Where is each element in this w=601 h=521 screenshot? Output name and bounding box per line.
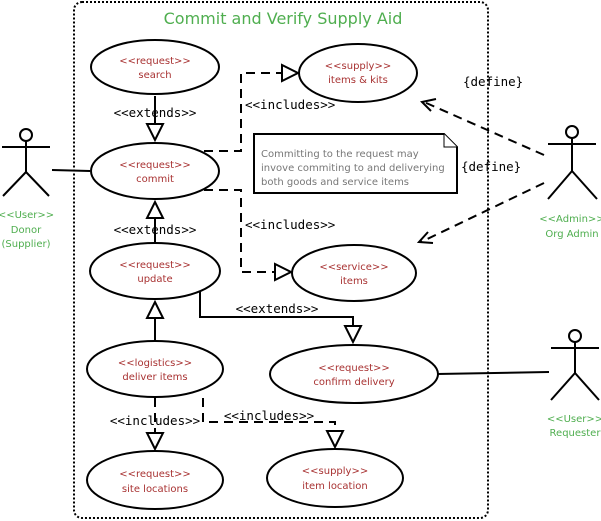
items-kits-arrowhead — [281, 63, 301, 83]
note-fold — [443, 134, 457, 148]
use-case-stereotype: <<supply>> — [325, 61, 391, 72]
use-case-item-location[interactable]: <<supply>> item location — [266, 448, 404, 508]
update-confirm-extends-line — [199, 290, 354, 326]
use-case-stereotype: <<request>> — [318, 363, 390, 374]
stick-figure-icon — [2, 128, 50, 197]
includes-items-kits-label: <<includes>> — [245, 97, 335, 112]
use-case-items-kits[interactable]: <<supply>> items & kits — [298, 43, 418, 103]
use-case-name: commit — [136, 174, 174, 185]
item-location-arrowhead — [325, 430, 345, 450]
actor-stereotype: <<User>> — [547, 414, 601, 425]
update-commit-arrowhead — [145, 199, 165, 219]
use-case-stereotype: <<request>> — [119, 56, 191, 67]
use-case-name: items — [340, 276, 368, 287]
actor-name: Requester — [550, 428, 601, 439]
use-case-stereotype: <<logistics>> — [118, 358, 192, 369]
confirm-delivery-arrowhead — [343, 325, 363, 345]
use-case-service-items[interactable]: <<service>> items — [291, 244, 417, 302]
requester-confirm-association — [436, 371, 550, 375]
search-extends-label: <<extends>> — [114, 105, 197, 120]
update-confirm-extends-label: <<extends>> — [236, 301, 319, 316]
note-line-3: both goods and service items — [261, 177, 409, 188]
use-case-name: update — [137, 274, 172, 285]
admin-define-items-kits-line — [423, 101, 545, 156]
use-case-stereotype: <<service>> — [319, 262, 388, 273]
use-case-site-locations[interactable]: <<request>> site locations — [86, 450, 224, 510]
use-case-stereotype: <<request>> — [119, 260, 191, 271]
actor-donor[interactable]: <<User>> Donor (Supplier) — [0, 128, 54, 250]
use-case-name: confirm delivery — [313, 377, 394, 388]
note: Committing to the request may invove com… — [253, 133, 458, 194]
admin-define-service-items-arrowhead — [416, 231, 434, 244]
use-case-update[interactable]: <<request>> update — [89, 242, 221, 300]
use-case-stereotype: <<supply>> — [302, 466, 368, 477]
use-case-name: items & kits — [328, 75, 388, 86]
admin-define-items-kits-arrowhead — [419, 98, 437, 112]
system-title: Commit and Verify Supply Aid — [164, 9, 403, 28]
actor-stereotype: <<Admin>> — [539, 214, 601, 225]
define-service-items-label: {define} — [461, 159, 521, 174]
includes-service-items-label: <<includes>> — [245, 217, 335, 232]
commit-items-kits-includes-line — [204, 72, 282, 152]
actor-name: Donor — [11, 225, 42, 236]
site-locations-arrowhead — [145, 432, 165, 452]
define-items-kits-label: {define} — [463, 74, 523, 89]
actor-org-admin[interactable]: <<Admin>> Org Admin — [539, 125, 601, 240]
deliver-item-location-includes-line — [202, 398, 336, 430]
actor-requester[interactable]: <<User>> Requester — [547, 329, 601, 439]
admin-define-service-items-line — [420, 182, 545, 243]
use-case-commit[interactable]: <<request>> commit — [90, 142, 220, 200]
use-case-confirm-delivery[interactable]: <<request>> confirm delivery — [269, 344, 439, 404]
actor-stereotype: <<User>> — [0, 210, 54, 221]
search-commit-arrowhead — [145, 123, 165, 143]
use-case-name: site locations — [122, 484, 188, 495]
use-case-search[interactable]: <<request>> search — [90, 39, 220, 95]
use-case-deliver-items[interactable]: <<logistics>> deliver items — [86, 340, 224, 398]
includes-sites-label: <<includes>> — [110, 413, 200, 428]
system-boundary — [73, 1, 489, 519]
use-case-name: search — [138, 70, 171, 81]
commit-service-items-includes-line — [204, 189, 275, 273]
stick-figure-icon — [550, 329, 600, 401]
service-items-arrowhead — [274, 262, 294, 282]
use-case-stereotype: <<request>> — [119, 469, 191, 480]
note-box — [253, 133, 458, 194]
note-line-2: invove commiting to and deliverying — [261, 163, 445, 174]
donor-commit-association — [51, 169, 91, 172]
actor-name: Org Admin — [545, 229, 598, 240]
use-case-stereotype: <<request>> — [119, 160, 191, 171]
stick-figure-icon — [547, 125, 598, 200]
deliver-update-arrowhead — [145, 299, 165, 319]
use-case-name: item location — [302, 481, 367, 492]
actor-name-qualifier: (Supplier) — [1, 239, 50, 250]
includes-item-location-label: <<includes>> — [224, 408, 314, 423]
note-line-1: Committing to the request may — [261, 149, 419, 160]
update-extends-label: <<extends>> — [114, 222, 197, 237]
use-case-name: deliver items — [122, 372, 187, 383]
